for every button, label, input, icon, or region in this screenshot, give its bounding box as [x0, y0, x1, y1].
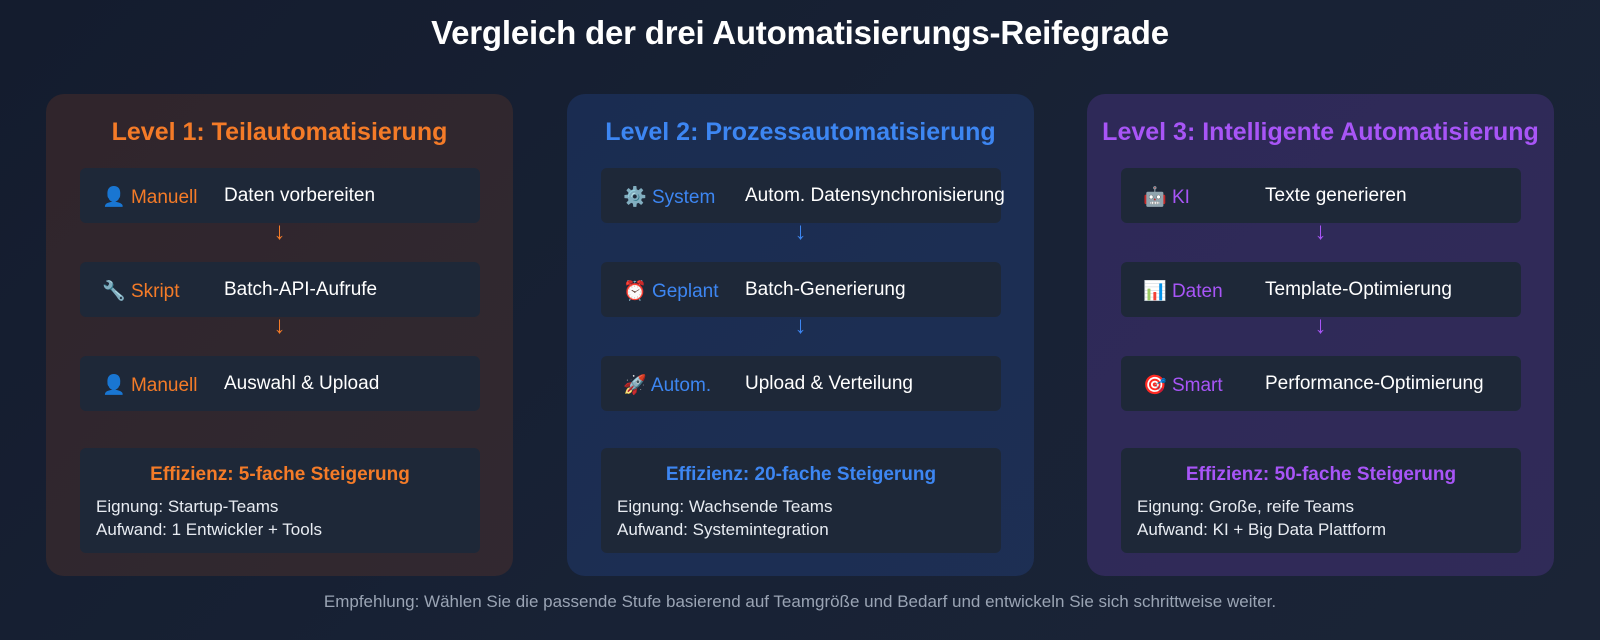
- level-2-step-1: ⚙️ System Autom. Datensynchronisierung: [601, 168, 1005, 223]
- level-1-title: Level 1: Teilautomatisierung: [111, 118, 448, 146]
- step-description: Texte generieren: [1265, 185, 1407, 206]
- step-description: Batch-API-Aufrufe: [224, 279, 378, 300]
- page-title: Vergleich der drei Automatisierungs-Reif…: [431, 14, 1169, 51]
- arrow-down-icon: ↓: [273, 312, 286, 339]
- arrow-down-icon: ↓: [1314, 218, 1327, 245]
- person-icon: 👤: [102, 187, 126, 208]
- arrow-down-icon: ↓: [1314, 312, 1327, 339]
- effort-text: Aufwand: 1 Entwickler + Tools: [96, 520, 322, 539]
- step-tag: 👤 Manuell: [102, 187, 198, 208]
- efficiency-title: Effizienz: 20-fache Steigerung: [665, 464, 937, 485]
- level-2-step-3: 🚀 Autom. Upload & Verteilung: [601, 356, 1001, 411]
- step-tag: 👤 Manuell: [102, 375, 198, 396]
- step-description: Performance-Optimierung: [1265, 373, 1484, 394]
- level-1-step-1: 👤 Manuell Daten vorbereiten: [80, 168, 480, 223]
- level-3-efficiency-box: Effizienz: 50-fache Steigerung Eignung: …: [1121, 448, 1521, 553]
- step-description: Auswahl & Upload: [224, 373, 380, 394]
- step-description: Upload & Verteilung: [745, 373, 913, 394]
- arrow-down-icon: ↓: [273, 218, 286, 245]
- step-tag: ⚙️ System: [623, 187, 716, 208]
- efficiency-title: Effizienz: 50-fache Steigerung: [1185, 464, 1457, 485]
- level-1-efficiency-box: Effizienz: 5-fache Steigerung Eignung: S…: [80, 448, 480, 553]
- step-tag: ⏰ Geplant: [623, 281, 719, 302]
- level-1-card: Level 1: Teilautomatisierung 👤 Manuell D…: [46, 94, 513, 576]
- target-icon: 🎯: [1143, 375, 1167, 396]
- step-description: Batch-Generierung: [745, 279, 906, 300]
- person-icon: 👤: [102, 375, 126, 396]
- step-description: Template-Optimierung: [1265, 279, 1452, 300]
- arrow-down-icon: ↓: [794, 218, 807, 245]
- level-2-title: Level 2: Prozessautomatisierung: [605, 118, 996, 146]
- suitability-text: Eignung: Wachsende Teams: [617, 497, 833, 516]
- step-tag: 🤖 KI: [1143, 187, 1190, 208]
- suitability-text: Eignung: Startup-Teams: [96, 497, 279, 516]
- arrow-down-icon: ↓: [794, 312, 807, 339]
- effort-text: Aufwand: KI + Big Data Plattform: [1137, 520, 1386, 539]
- wrench-icon: 🔧: [102, 281, 126, 302]
- level-2-card: Level 2: Prozessautomatisierung ⚙️ Syste…: [567, 94, 1034, 576]
- bar-chart-icon: 📊: [1143, 281, 1167, 302]
- gear-icon: ⚙️: [623, 187, 647, 208]
- suitability-text: Eignung: Große, reife Teams: [1137, 497, 1355, 516]
- level-1-step-3: 👤 Manuell Auswahl & Upload: [80, 356, 480, 411]
- step-tag: 🚀 Autom.: [623, 375, 712, 396]
- robot-icon: 🤖: [1143, 187, 1167, 208]
- alarm-clock-icon: ⏰: [623, 281, 647, 302]
- level-3-card: Level 3: Intelligente Automatisierung 🤖 …: [1087, 94, 1554, 576]
- level-2-efficiency-box: Effizienz: 20-fache Steigerung Eignung: …: [601, 448, 1001, 553]
- step-tag: 🎯 Smart: [1143, 375, 1223, 396]
- effort-text: Aufwand: Systemintegration: [617, 520, 829, 539]
- efficiency-title: Effizienz: 5-fache Steigerung: [150, 464, 410, 485]
- level-3-step-2: 📊 Daten Template-Optimierung: [1121, 262, 1521, 317]
- level-1-step-2: 🔧 Skript Batch-API-Aufrufe: [80, 262, 480, 317]
- rocket-icon: 🚀: [623, 375, 647, 396]
- level-2-step-2: ⏰ Geplant Batch-Generierung: [601, 262, 1001, 317]
- step-tag: 📊 Daten: [1143, 281, 1223, 302]
- level-3-step-1: 🤖 KI Texte generieren: [1121, 168, 1521, 223]
- step-description: Daten vorbereiten: [224, 185, 376, 206]
- level-3-title: Level 3: Intelligente Automatisierung: [1102, 118, 1539, 146]
- step-description: Autom. Datensynchronisierung: [745, 185, 1005, 206]
- step-tag: 🔧 Skript: [102, 281, 180, 302]
- level-3-step-3: 🎯 Smart Performance-Optimierung: [1121, 356, 1521, 411]
- recommendation-footer: Empfehlung: Wählen Sie die passende Stuf…: [323, 592, 1277, 611]
